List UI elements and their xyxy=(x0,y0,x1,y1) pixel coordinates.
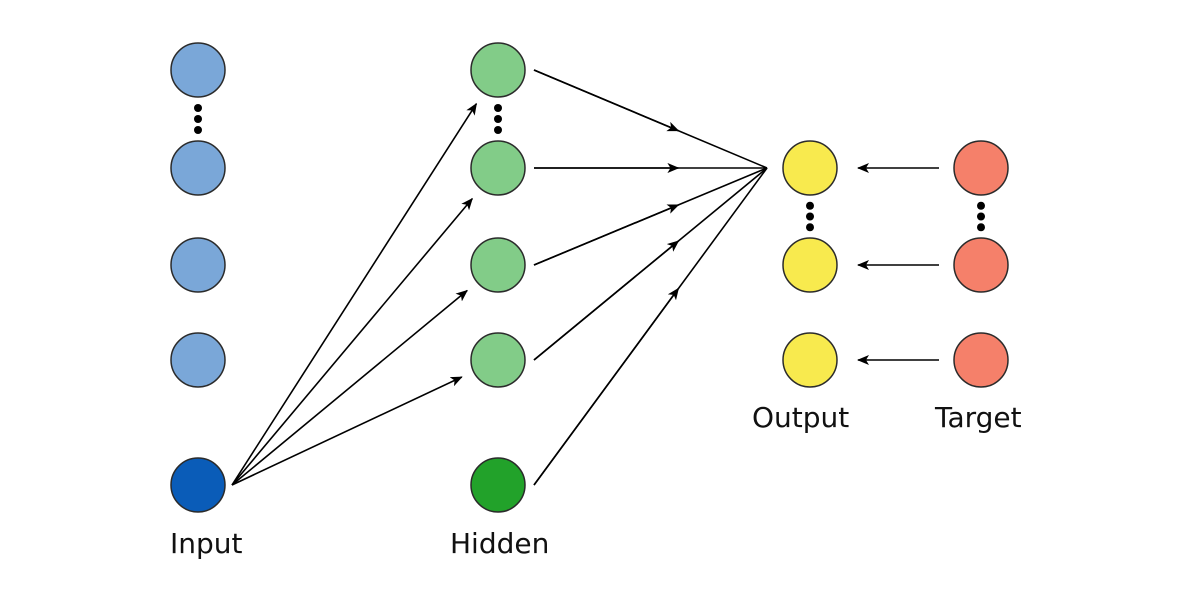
hidden-node xyxy=(470,237,526,293)
ellipsis-dot xyxy=(494,115,502,123)
hidden-layer-label: Hidden xyxy=(450,527,549,560)
nodes-layer xyxy=(170,42,1009,513)
edge-input-to-hidden xyxy=(231,376,463,486)
ellipsis-dot xyxy=(494,104,502,112)
input-node-active xyxy=(170,457,226,513)
labels-layer: Input Hidden Output Target xyxy=(170,401,1022,560)
target-node xyxy=(953,332,1009,388)
ellipsis-layer xyxy=(194,104,985,232)
arrowhead-icon xyxy=(533,287,680,486)
edge-input-to-hidden xyxy=(231,289,468,486)
ellipsis-dot xyxy=(977,212,985,221)
input-node xyxy=(170,237,226,293)
input-node xyxy=(170,140,226,196)
arrowhead-icon xyxy=(533,240,680,361)
arrowhead-icon xyxy=(533,69,680,132)
hidden-node xyxy=(470,42,526,98)
ellipsis-dot xyxy=(806,201,814,210)
hidden-node xyxy=(470,140,526,196)
hidden-node xyxy=(470,332,526,388)
ellipsis-dot xyxy=(194,126,202,134)
edge-input-to-hidden xyxy=(231,197,473,486)
ellipsis-dot xyxy=(806,223,814,232)
edge-hidden-to-output xyxy=(533,167,768,486)
input-node xyxy=(170,42,226,98)
ellipsis-dot xyxy=(194,115,202,123)
edge-input-to-hidden xyxy=(231,102,478,486)
input-node xyxy=(170,332,226,388)
ellipsis-dot xyxy=(806,212,814,221)
ellipsis-dot xyxy=(494,126,502,134)
output-layer-label: Output xyxy=(752,401,849,434)
target-node xyxy=(953,140,1009,196)
output-node xyxy=(782,140,838,196)
edge-hidden-to-output xyxy=(533,69,768,169)
output-node xyxy=(782,237,838,293)
hidden-node-active xyxy=(470,457,526,513)
ellipsis-dot xyxy=(194,104,202,112)
ellipsis-dot xyxy=(977,223,985,232)
edge-hidden-to-output xyxy=(533,167,768,266)
output-node xyxy=(782,332,838,388)
ellipsis-dot xyxy=(977,201,985,210)
target-node xyxy=(953,237,1009,293)
edges-layer xyxy=(231,69,939,486)
target-layer-label: Target xyxy=(934,401,1022,434)
arrowhead-icon xyxy=(533,204,680,266)
edge-hidden-to-output xyxy=(533,167,768,361)
input-layer-label: Input xyxy=(170,527,243,560)
